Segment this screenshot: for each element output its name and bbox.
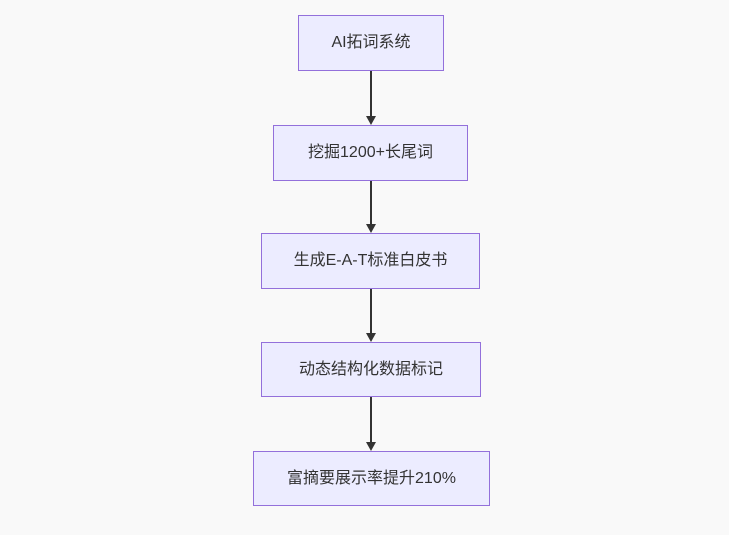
arrow-down-head-icon <box>366 442 376 451</box>
node-label: AI拓词系统 <box>331 34 411 51</box>
arrow-line <box>370 181 372 224</box>
arrow-down-head-icon <box>366 333 376 342</box>
node-label: 动态结构化数据标记 <box>298 360 443 378</box>
flowchart-node-rich-snippet-result: 富摘要展示率提升210% <box>253 451 490 506</box>
flow-arrow-1 <box>366 71 376 125</box>
flowchart-node-longtail-mining: 挖掘1200+长尾词 <box>273 125 468 181</box>
node-label: 挖掘1200+长尾词 <box>308 144 433 161</box>
arrow-down-head-icon <box>366 116 376 125</box>
arrow-down-head-icon <box>366 224 376 233</box>
node-label: 生成E-A-T标准白皮书 <box>293 252 448 269</box>
flowchart-node-structured-data: 动态结构化数据标记 <box>261 342 481 397</box>
flow-arrow-2 <box>366 181 376 233</box>
arrow-line <box>370 397 372 442</box>
node-label: 富摘要展示率提升210% <box>287 469 456 487</box>
flow-arrow-4 <box>366 397 376 451</box>
flowchart-node-eat-whitepaper: 生成E-A-T标准白皮书 <box>261 233 480 289</box>
arrow-line <box>370 289 372 333</box>
flowchart-node-ai-system: AI拓词系统 <box>298 15 444 71</box>
arrow-line <box>370 71 372 116</box>
flow-arrow-3 <box>366 289 376 342</box>
